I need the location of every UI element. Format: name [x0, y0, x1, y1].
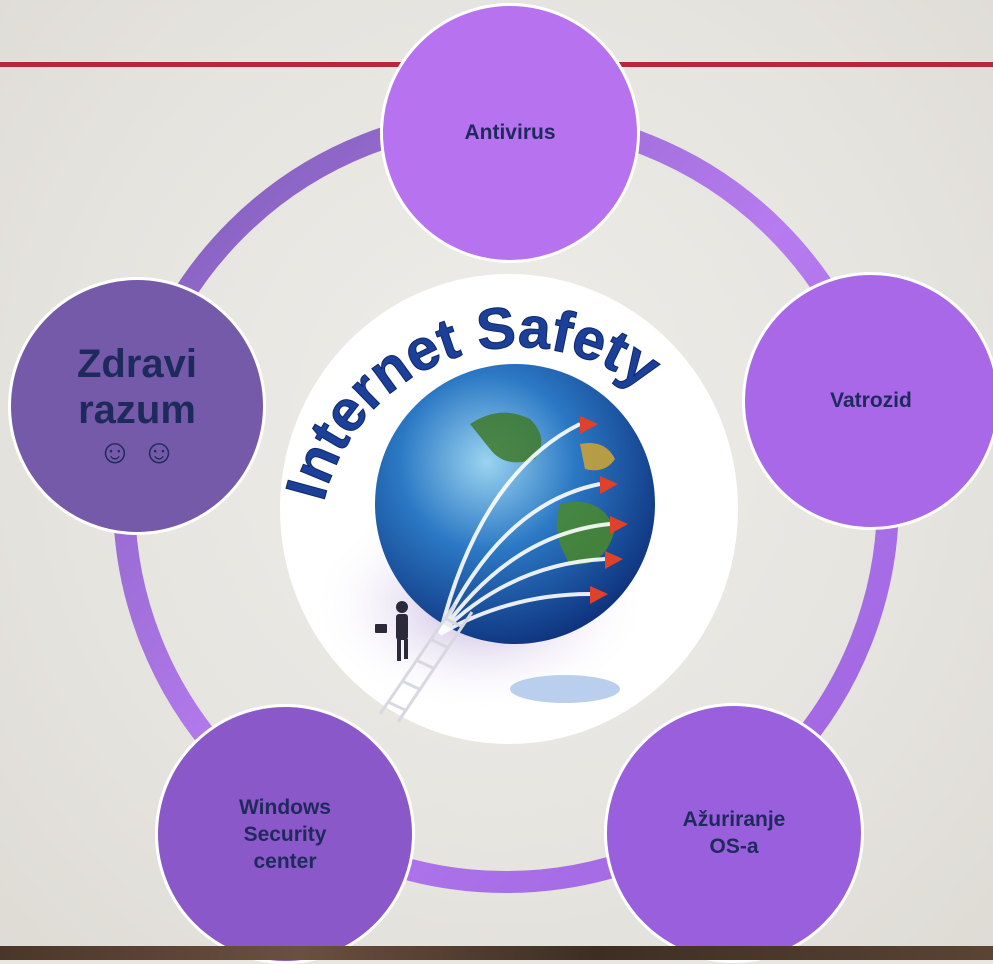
- smiley-icons: ☺ ☺: [97, 433, 177, 471]
- node-azuriranje-line2: OS-a: [709, 835, 759, 858]
- node-azuriranje: Ažuriranje OS-a: [604, 703, 864, 963]
- node-antivirus: Antivirus: [380, 3, 640, 263]
- node-windows-line1: Windows: [239, 795, 331, 819]
- node-windows-security-center: Windows Security center: [155, 704, 415, 964]
- arrow-heads: [580, 416, 628, 604]
- node-zdravi-line2: razum: [78, 388, 196, 432]
- globe-illustration: Internet Safety: [273, 294, 673, 723]
- businessman-figure: [375, 601, 408, 661]
- node-vatrozid-label: Vatrozid: [830, 389, 912, 412]
- node-antivirus-label: Antivirus: [464, 121, 556, 144]
- bottom-strip: [0, 946, 993, 960]
- internet-safety-image: Internet Safety: [273, 274, 738, 744]
- arrows: [438, 422, 611, 636]
- globe: [375, 364, 655, 644]
- node-zdravi-line1: Zdravi: [76, 342, 198, 386]
- ladder: [378, 603, 474, 723]
- node-windows-line2: Security: [243, 822, 327, 846]
- node-azuriranje-line1: Ažuriranje: [682, 808, 786, 831]
- node-zdravi-razum: Zdravi razum ☺ ☺: [8, 277, 266, 535]
- node-windows-line3: center: [253, 849, 317, 873]
- node-vatrozid: Vatrozid: [742, 272, 993, 530]
